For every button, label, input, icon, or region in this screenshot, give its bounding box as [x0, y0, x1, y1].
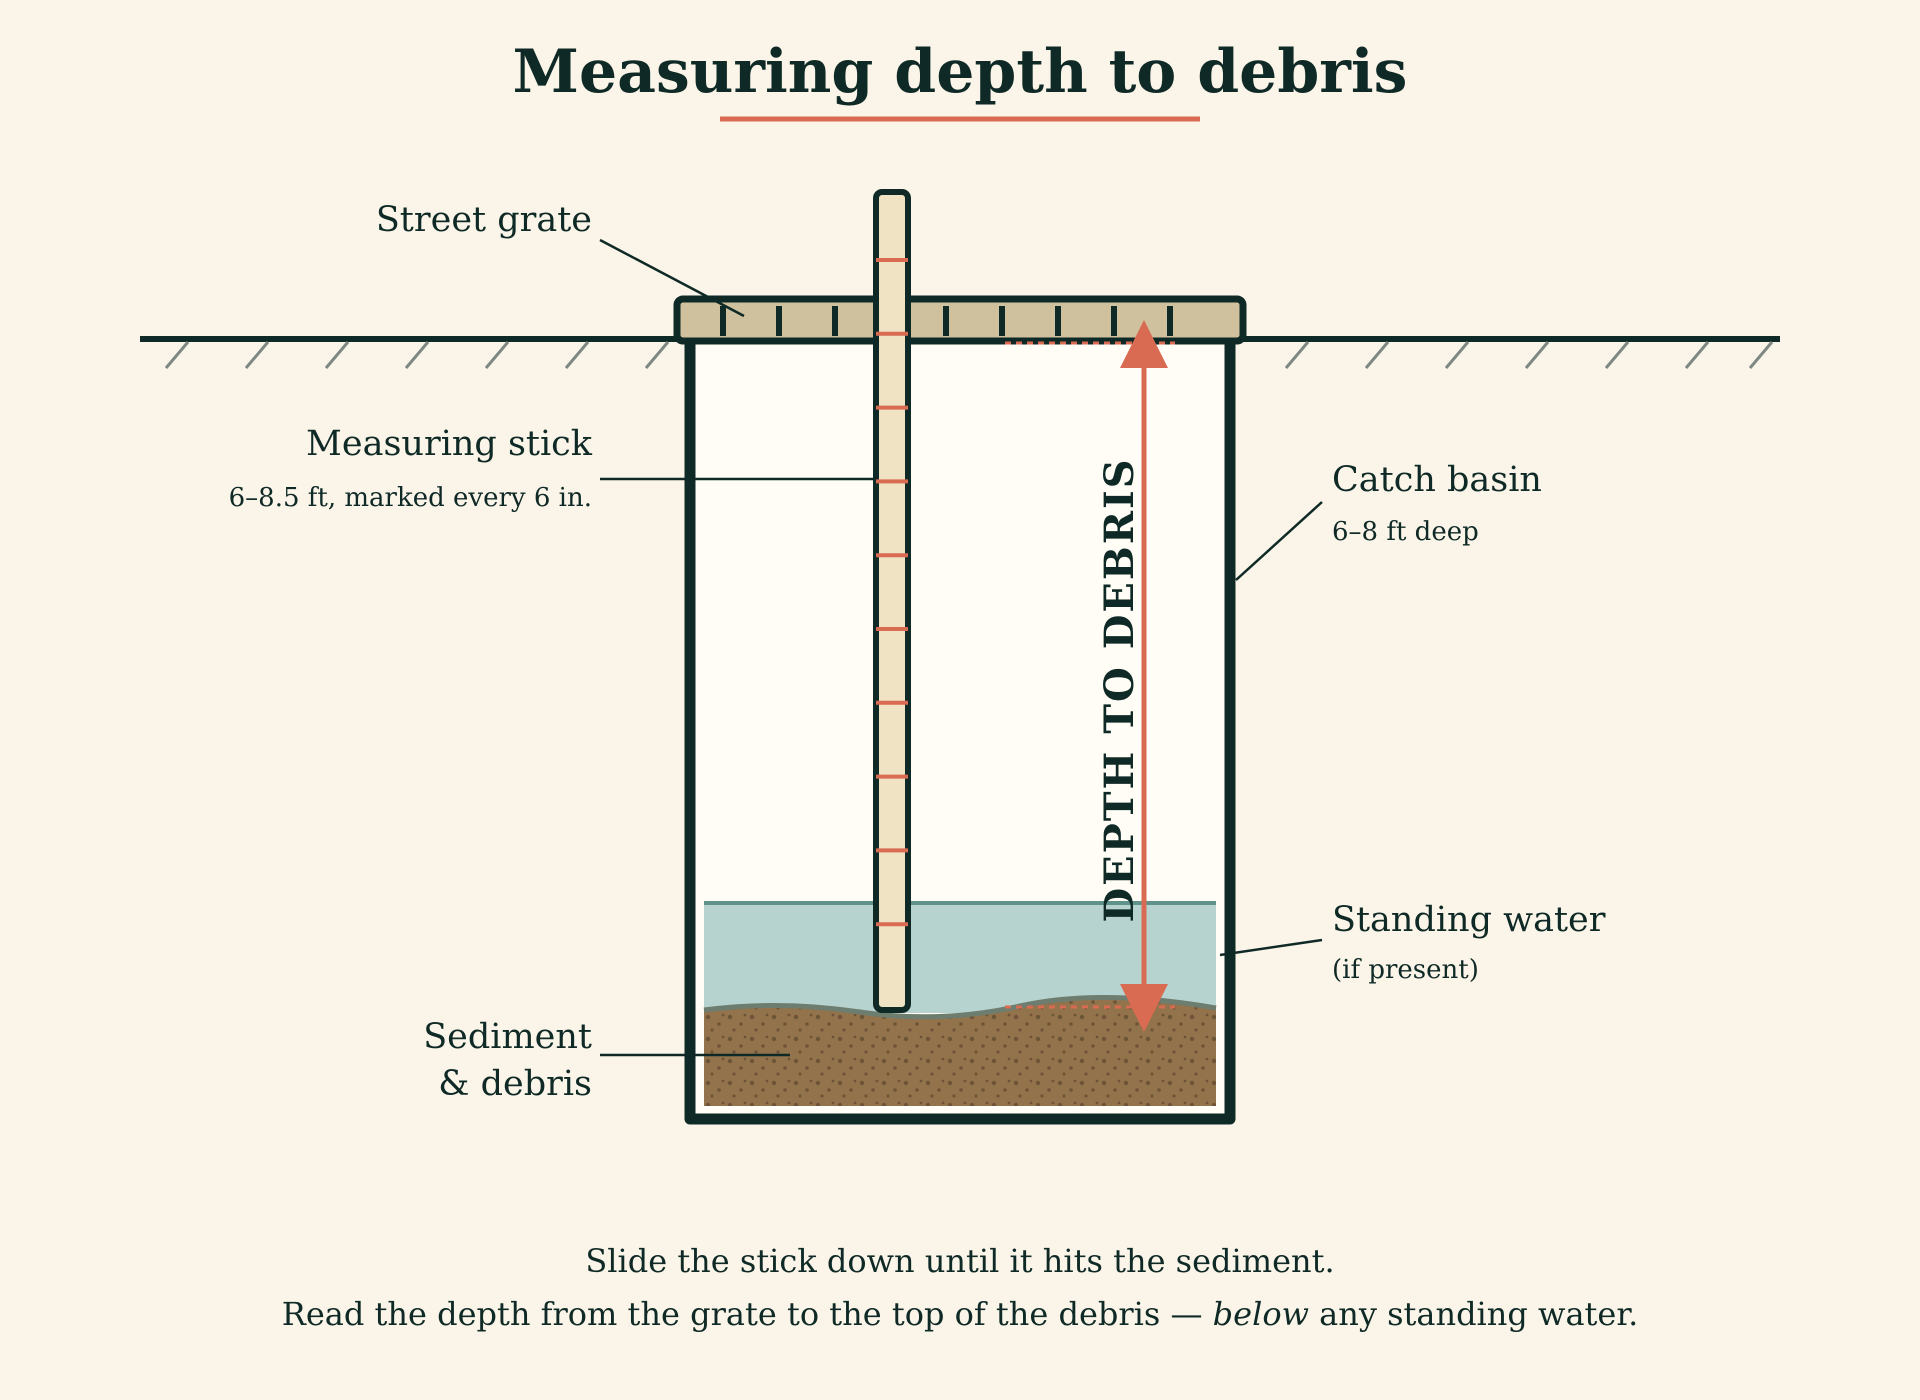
ground-hatch-mark [1524, 341, 1550, 369]
ground-hatch-mark [164, 341, 190, 369]
standing-water-label: Standing water [1332, 900, 1606, 940]
grate-frame [673, 295, 1247, 345]
depth-to-debris-label: DEPTH TO DEBRIS [1096, 457, 1143, 922]
street-grate-leader [599, 238, 745, 318]
ground-hatch-mark [1284, 341, 1310, 369]
sediment-surface-line [703, 994, 1217, 1020]
depth-arrow-head-up-icon [1120, 320, 1168, 368]
catch-basin [684, 339, 1236, 1125]
caption-line2-emphasis: below [1213, 1295, 1309, 1333]
catch-basin-leader [1235, 501, 1323, 581]
measuring-stick-note: 6–8.5 ft, marked every 6 in. [229, 483, 592, 513]
caption-line2-start: Read the depth from the grate to the top… [282, 1295, 1213, 1333]
basin-walls [684, 339, 1236, 1125]
stick-markings [876, 258, 908, 927]
ground-hatch-mark [324, 341, 350, 369]
standing-water-leader [1219, 938, 1323, 957]
ground-hatch-right [1284, 341, 1774, 369]
ground-hatch-mark [644, 341, 670, 369]
stick-body [873, 189, 911, 1013]
caption-line1: Slide the stick down until it hits the s… [585, 1242, 1334, 1280]
measuring-stick-label: Measuring stick [306, 424, 593, 464]
sediment-label-line1: Sediment [423, 1017, 592, 1057]
depth-arrow [1120, 320, 1168, 1032]
page-title: Measuring depth to debris [513, 37, 1408, 107]
sediment-label-line2: & debris [438, 1064, 592, 1104]
ground-hatch-mark [564, 341, 590, 369]
ground-hatch-mark [1364, 341, 1390, 369]
caption-line2-end: any standing water. [1309, 1295, 1638, 1333]
ground-hatch-mark [1684, 341, 1710, 369]
ground-hatch-mark [1604, 341, 1630, 369]
street-grate [673, 295, 1247, 345]
ground-hatch-left [164, 341, 670, 369]
ground-hatch-mark [484, 341, 510, 369]
ground-hatch-mark [1748, 341, 1774, 369]
ground-hatch-mark [1444, 341, 1470, 369]
depth-arrow-head-down-icon [1120, 984, 1168, 1032]
sediment-texture [704, 997, 1216, 1106]
street-grate-label: Street grate [376, 200, 592, 240]
ground-hatch-mark [404, 341, 430, 369]
catch-basin-note: 6–8 ft deep [1332, 517, 1479, 547]
standing-water-note: (if present) [1332, 955, 1479, 985]
measuring-stick [873, 189, 911, 1013]
catch-basin-label: Catch basin [1332, 460, 1542, 500]
ground-hatch-mark [244, 341, 270, 369]
grate-bars [720, 306, 1173, 336]
caption-line2: Read the depth from the grate to the top… [282, 1295, 1639, 1333]
